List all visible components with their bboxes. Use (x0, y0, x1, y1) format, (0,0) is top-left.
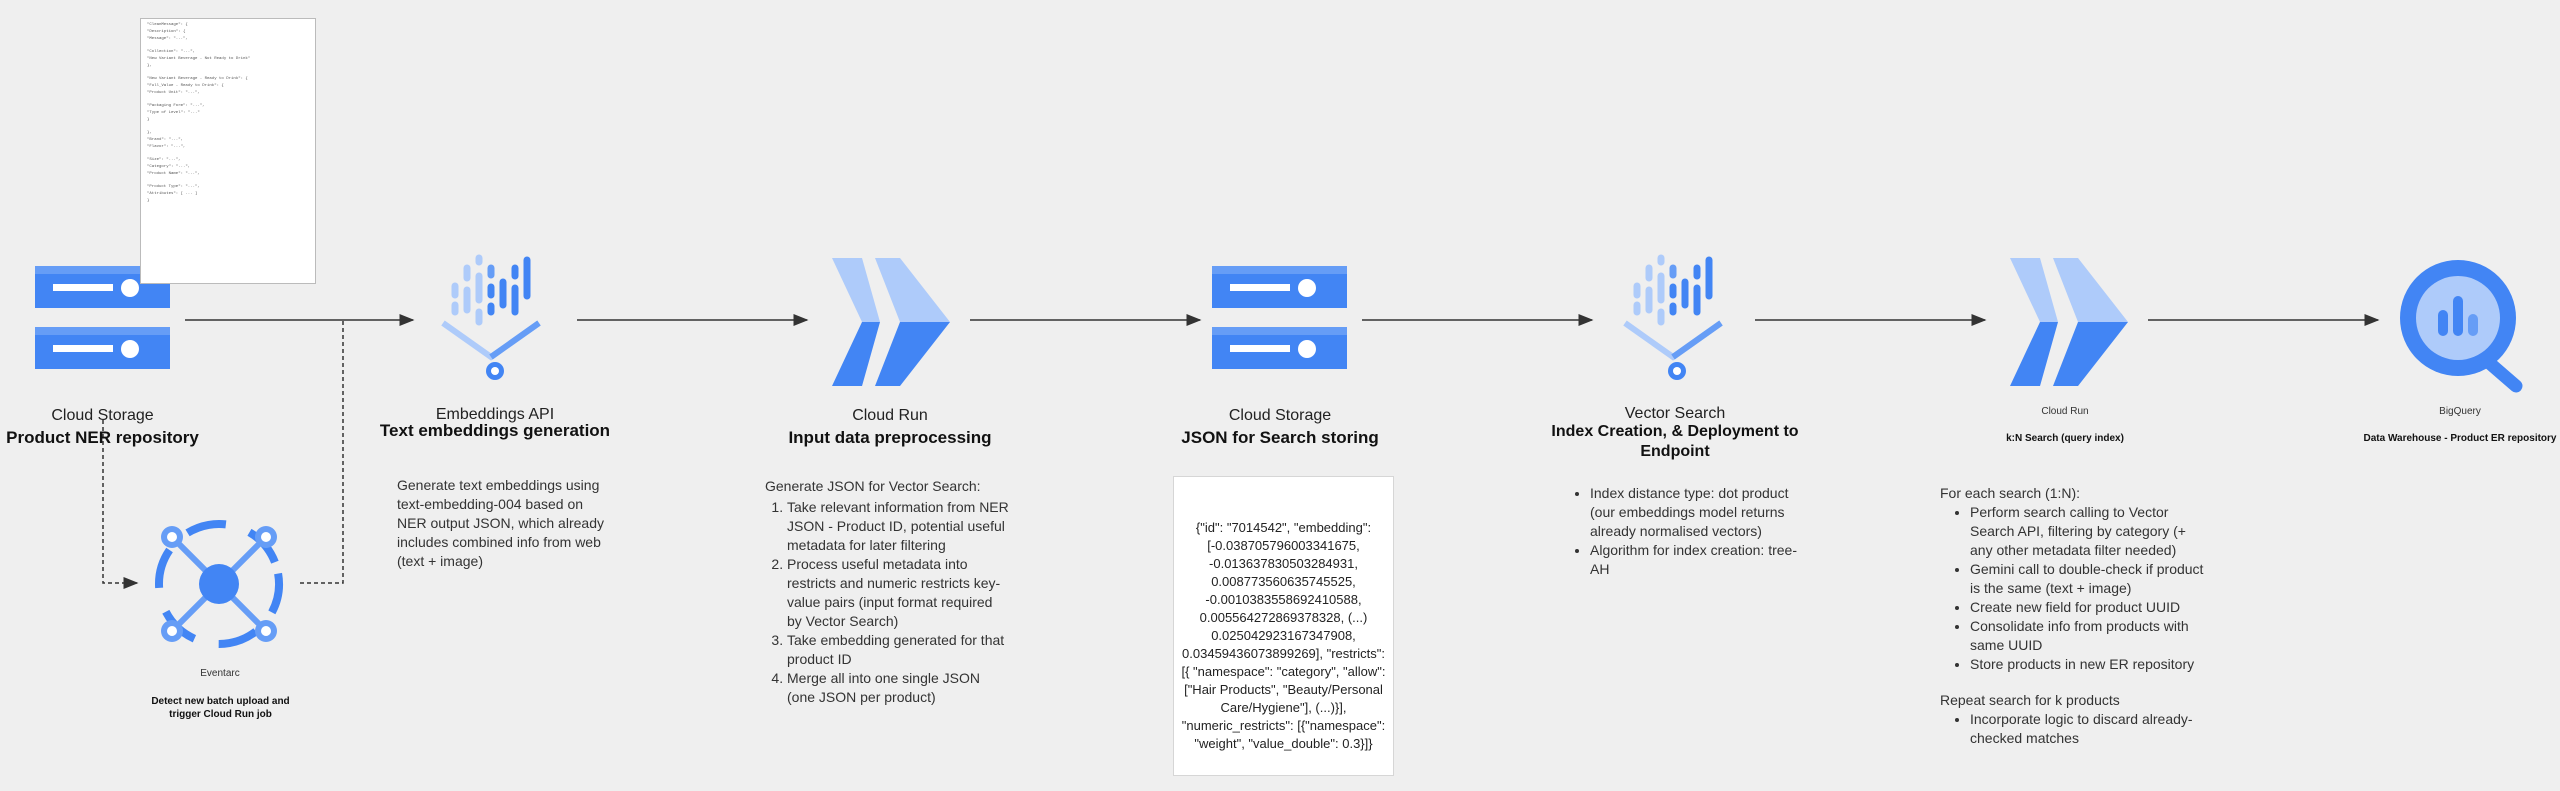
list-item: Index distance type: dot product (our em… (1590, 484, 1810, 541)
thumbnail-line: "Type of Level": "..." (147, 111, 200, 115)
cloud-run-icon (2010, 258, 2128, 386)
list-item: Process useful metadata into restricts a… (787, 555, 1010, 631)
list-item: Create new field for product UUID (1970, 598, 2210, 617)
cloudrun-search-description: For each search (1:N): Perform search ca… (1940, 484, 2210, 748)
thumbnail-line: }, (147, 131, 152, 135)
arrow-storage-to-eventarc (102, 420, 139, 589)
storage-ner-subtitle: Product NER repository (6, 428, 199, 447)
thumbnail-line: "Category": "...", (147, 165, 191, 169)
thumbnail-line: "Description": { (147, 30, 186, 34)
cloudrun-pre-subtitle: Input data preprocessing (788, 428, 992, 447)
vertex-ai-icon (1623, 254, 1723, 380)
eventarc-title: Eventarc (200, 668, 240, 679)
thumbnail-line: "Product Type": "...", (147, 185, 200, 189)
bigquery-subtitle: Data Warehouse - Product ER repository (2363, 433, 2557, 444)
list-item: Algorithm for index creation: tree-AH (1590, 541, 1810, 579)
thumbnail-line: "Size": "...", (147, 158, 181, 162)
vertex-ai-icon (441, 254, 541, 380)
vector-search-subtitle: Index Creation, & Deployment to Endpoint (1551, 423, 1799, 460)
arrow-eventarc-to-trigger (300, 320, 344, 584)
embeddings-title: Embeddings API (435, 406, 555, 423)
ner-json-thumbnail: "CleanMessage": { "Description": { "Mess… (140, 18, 316, 284)
thumbnail-line: "CleanMessage": { (147, 23, 188, 27)
cloudrun-search-intro: For each search (1:N): (1940, 485, 2081, 501)
thumbnail-line: "New Variant Beverage - Ready to Drink":… (147, 77, 248, 81)
thumbnail-line: "Collection": "...", (147, 50, 196, 54)
thumbnail-line: "Full_Value - Ready to Drink": { (147, 84, 224, 88)
thumbnail-line: "New Variant Beverage - Not Ready to Dri… (147, 57, 251, 61)
thumbnail-line: "Attributes": [ ... ] (147, 192, 198, 196)
cloudrun-search-bullets: Perform search calling to Vector Search … (1940, 503, 2210, 674)
storage-json-title: Cloud Storage (1228, 407, 1332, 424)
list-item: Perform search calling to Vector Search … (1970, 503, 2210, 560)
cloudrun-search-title: Cloud Run (2041, 406, 2089, 417)
list-item: Take embedding generated for that produc… (787, 631, 1010, 669)
thumbnail-line: } (147, 118, 150, 122)
eventarc-icon (155, 520, 283, 648)
storage-json-subtitle: JSON for Search storing (1181, 428, 1379, 447)
connectors (102, 314, 2380, 589)
thumbnail-line: "Brand": "...", (147, 138, 184, 142)
cloudrun-pre-steps: Take relevant information from NER JSON … (765, 498, 1010, 707)
cloudrun-pre-intro: Generate JSON for Vector Search: (765, 478, 981, 494)
storage-ner-title: Cloud Storage (51, 407, 154, 424)
cloudrun-search-subtitle: k:N Search (query index) (2006, 433, 2124, 444)
vector-search-description: Index distance type: dot product (our em… (1570, 484, 1810, 579)
cloudrun-pre-description: Generate JSON for Vector Search: Take re… (765, 477, 1010, 707)
list-item: Store products in new ER repository (1970, 655, 2210, 674)
cloudrun-search-repeat-bullets: Incorporate logic to discard already-che… (1940, 710, 2210, 748)
list-item: Gemini call to double-check if product i… (1970, 560, 2210, 598)
thumbnail-line: "Message": "...", (147, 37, 188, 41)
vector-search-title: Vector Search (1624, 405, 1726, 422)
thumbnail-line: "Product Unit": "...", (147, 91, 200, 95)
cloud-storage-icon (1212, 266, 1347, 369)
embeddings-subtitle: Text embeddings generation (379, 421, 611, 440)
thumbnail-line: }, (147, 64, 152, 68)
thumbnail-lines: "CleanMessage": { "Description": { "Mess… (147, 23, 309, 204)
embeddings-description: Generate text embeddings using text-embe… (397, 477, 604, 569)
cloud-run-icon (832, 258, 950, 386)
thumbnail-line: "Flavor": "...", (147, 145, 186, 149)
list-item: Take relevant information from NER JSON … (787, 498, 1010, 555)
thumbnail-line: "Product Name": "...", (147, 172, 200, 176)
bigquery-icon (2400, 260, 2523, 393)
thumbnail-line: } (147, 199, 150, 203)
list-item: Consolidate info from products with same… (1970, 617, 2210, 655)
cloudrun-search-repeat: Repeat search for k products (1940, 692, 2120, 708)
bigquery-title: BigQuery (2439, 406, 2481, 417)
json-sample-box: {"id": "7014542", "embedding": [-0.03870… (1173, 476, 1394, 776)
list-item: Merge all into one single JSON (one JSON… (787, 669, 1010, 707)
thumbnail-line: "Packaging Form": "...", (147, 104, 205, 108)
cloudrun-pre-title: Cloud Run (852, 407, 928, 424)
eventarc-subtitle: Detect new batch upload and trigger Clou… (151, 696, 290, 720)
list-item: Incorporate logic to discard already-che… (1970, 710, 2210, 748)
vector-search-bullets: Index distance type: dot product (our em… (1570, 484, 1810, 579)
